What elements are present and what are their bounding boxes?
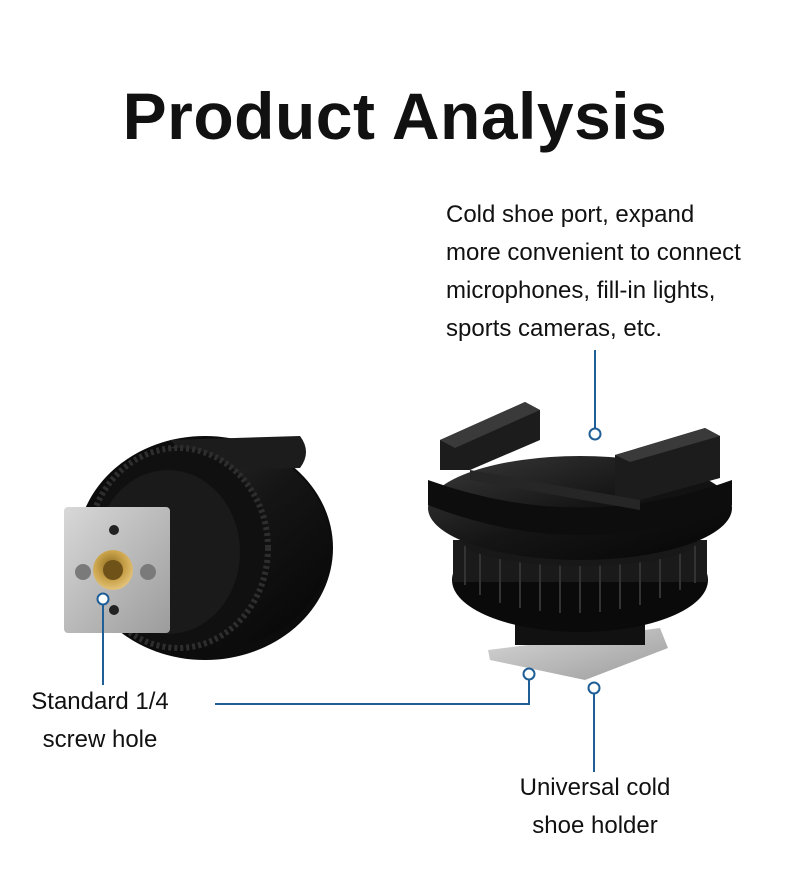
leader-lines xyxy=(102,350,596,772)
callout-line: Universal cold xyxy=(519,774,671,801)
callout-line: screw hole xyxy=(42,726,158,753)
right-product-image xyxy=(428,402,732,680)
callout-line: sports cameras, etc. xyxy=(446,315,663,342)
callout-line: shoe holder xyxy=(532,812,658,839)
callout-screw-hole: Standard 1/4 screw hole xyxy=(10,683,190,759)
callout-line: microphones, fill-in lights, xyxy=(446,277,716,304)
marker-screw-hole xyxy=(96,592,110,606)
marker-cold-shoe-port xyxy=(588,427,602,441)
marker-shoe-holder xyxy=(587,681,601,695)
page-title: Product Analysis xyxy=(122,79,668,153)
marker-plate xyxy=(522,667,536,681)
callout-line: Standard 1/4 xyxy=(31,688,169,715)
left-product-image xyxy=(64,436,333,660)
callout-shoe-holder: Universal cold shoe holder xyxy=(490,769,700,845)
callout-line: Cold shoe port, expand xyxy=(446,201,695,228)
callout-cold-shoe-port: Cold shoe port, expand more convenient t… xyxy=(446,196,786,348)
callout-line: more convenient to connect xyxy=(446,239,741,266)
